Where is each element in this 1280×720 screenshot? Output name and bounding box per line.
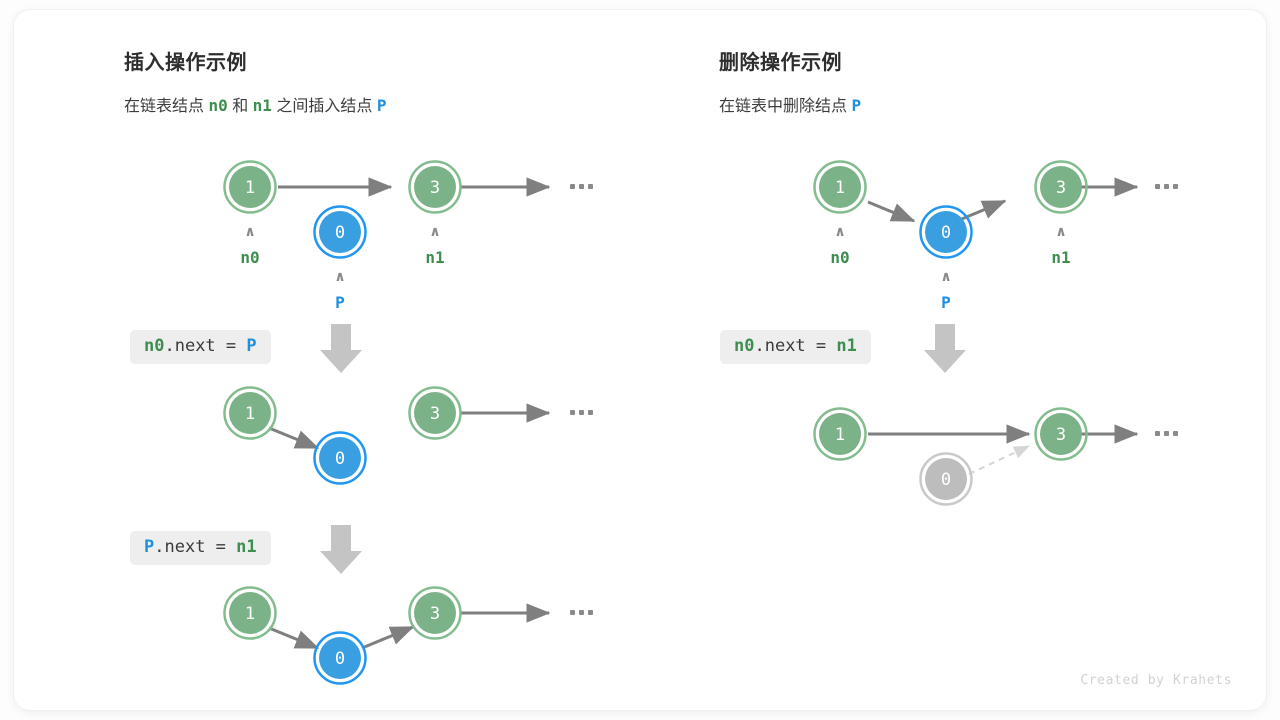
code-op: .next = xyxy=(154,537,237,557)
insert-step1-arrow xyxy=(317,322,365,381)
subtitle-node-n1: n1 xyxy=(252,96,272,115)
link-n0-to-p xyxy=(867,200,916,223)
caret-icon: ∧ xyxy=(334,269,345,285)
node-label-p: P xyxy=(941,293,951,312)
node-value: 0 xyxy=(941,470,951,490)
node-n0: 1 xyxy=(223,160,277,214)
delete-code-step1: n0.next = n1 xyxy=(720,330,871,364)
node-p: 0 xyxy=(313,631,367,685)
insert-step2-arrow xyxy=(317,523,365,582)
subtitle-node-n0: n0 xyxy=(208,96,228,115)
credit-text: Created by Krahets xyxy=(1080,673,1232,688)
node-value: 0 xyxy=(941,223,951,243)
code-target: P xyxy=(144,537,155,557)
node-value: 0 xyxy=(335,223,345,243)
subtitle-pointer-p: P xyxy=(851,96,862,115)
node-n0: 1 xyxy=(813,407,867,461)
code-op: .next = xyxy=(754,336,837,356)
delete-step1-diagram: 1 ∧ n0 0 ∧ P 3 ∧ xyxy=(789,150,1209,330)
insert-code-step1: n0.next = P xyxy=(130,330,271,364)
node-n1: 3 xyxy=(1034,160,1088,214)
node-p: 0 xyxy=(313,205,367,259)
caret-icon: ∧ xyxy=(244,224,255,240)
subtitle-prefix: 在链表结点 xyxy=(124,98,205,115)
node-n1: 3 xyxy=(408,386,462,440)
subtitle-middle: 和 xyxy=(232,98,249,115)
link-p-to-n1 xyxy=(361,625,415,650)
ellipsis-icon xyxy=(1155,431,1178,436)
caret-icon: ∧ xyxy=(940,269,951,285)
code-target: n0 xyxy=(144,336,165,356)
delete-step2-diagram: 1 0 3 xyxy=(789,398,1209,523)
node-value: 1 xyxy=(245,604,255,624)
caret-icon: ∧ xyxy=(834,224,845,240)
node-value: 0 xyxy=(335,449,345,469)
insert-code-step2: P.next = n1 xyxy=(130,531,271,565)
subtitle-suffix: 之间插入结点 xyxy=(276,98,373,115)
node-value: 1 xyxy=(835,178,845,198)
caret-icon: ∧ xyxy=(1055,224,1066,240)
delete-step1-arrow xyxy=(921,322,969,381)
code-source: P xyxy=(246,336,257,356)
node-n1: 3 xyxy=(408,160,462,214)
node-deleted: 0 xyxy=(919,452,973,506)
node-p: 0 xyxy=(919,205,973,259)
insert-panel-subtitle: 在链表结点 n0 和 n1 之间插入结点 P xyxy=(124,92,386,116)
insert-panel-title: 插入操作示例 xyxy=(124,52,247,74)
node-value: 3 xyxy=(430,178,440,198)
code-op: .next = xyxy=(164,336,247,356)
ellipsis-icon xyxy=(570,610,593,615)
ellipsis-icon xyxy=(570,410,593,415)
node-n0: 1 xyxy=(223,386,277,440)
insert-step3-diagram: 1 0 3 xyxy=(199,578,619,698)
down-block-arrow-icon xyxy=(320,525,362,574)
node-label-p: P xyxy=(335,293,345,312)
node-n0: 1 xyxy=(813,160,867,214)
node-n0: 1 xyxy=(223,586,277,640)
caret-icon: ∧ xyxy=(429,224,440,240)
delete-panel-title: 删除操作示例 xyxy=(719,52,842,74)
node-value: 1 xyxy=(835,425,845,445)
node-label-n0: n0 xyxy=(240,248,259,267)
ellipsis-icon xyxy=(1155,184,1178,189)
ellipsis-icon xyxy=(570,184,593,189)
node-label-n1: n1 xyxy=(1051,248,1070,267)
link-n0-to-p xyxy=(268,426,320,450)
link-n0-to-p xyxy=(268,626,320,650)
subtitle-prefix: 在链表中删除结点 xyxy=(719,98,848,115)
link-p-to-n1 xyxy=(956,199,1007,223)
node-label-n0: n0 xyxy=(830,248,849,267)
delete-panel-subtitle: 在链表中删除结点 P xyxy=(719,92,861,116)
subtitle-pointer-p: P xyxy=(376,96,387,115)
insert-step2-diagram: 1 0 3 xyxy=(199,378,619,498)
node-p: 0 xyxy=(313,431,367,485)
node-value: 3 xyxy=(1056,178,1066,198)
node-value: 3 xyxy=(430,404,440,424)
node-value: 3 xyxy=(430,604,440,624)
code-source: n1 xyxy=(836,336,857,356)
link-deleted-to-n1-dashed xyxy=(968,445,1030,475)
down-block-arrow-icon xyxy=(320,324,362,373)
code-target: n0 xyxy=(734,336,755,356)
diagram-card: 插入操作示例 在链表结点 n0 和 n1 之间插入结点 P xyxy=(14,10,1266,710)
node-value: 0 xyxy=(335,649,345,669)
node-label-n1: n1 xyxy=(425,248,444,267)
insert-step1-diagram: 1 ∧ n0 0 ∧ P 3 xyxy=(199,150,619,325)
node-value: 1 xyxy=(245,404,255,424)
down-block-arrow-icon xyxy=(924,324,966,373)
node-n1: 3 xyxy=(408,586,462,640)
node-value: 1 xyxy=(245,178,255,198)
code-source: n1 xyxy=(236,537,257,557)
node-value: 3 xyxy=(1056,425,1066,445)
node-n1: 3 xyxy=(1034,407,1088,461)
